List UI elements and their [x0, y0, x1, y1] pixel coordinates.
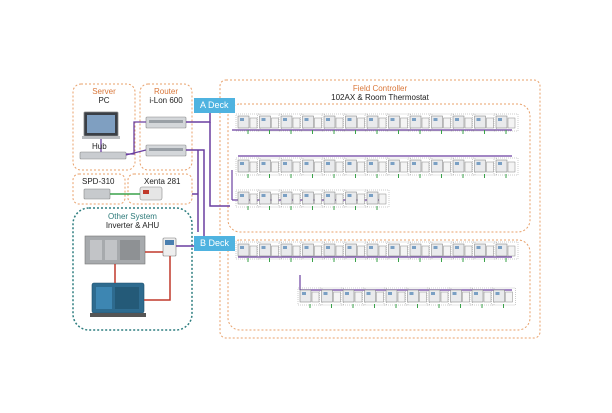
- other-system-subtitle: Inverter & AHU: [105, 221, 160, 230]
- controller-unit: [364, 241, 390, 262]
- controller-unit: [340, 287, 366, 308]
- controller-unit: [343, 189, 368, 210]
- controller-unit: [257, 157, 282, 178]
- controller-unit: [407, 241, 433, 262]
- router-title: Router: [153, 87, 178, 96]
- controller-unit: [278, 241, 304, 262]
- controller-unit: [321, 113, 347, 134]
- other-system-title: Other System: [108, 212, 157, 221]
- router-2-icon: [145, 144, 187, 157]
- controller-unit: [343, 241, 368, 262]
- controller-unit: [383, 287, 409, 308]
- spd-device-icon: [83, 188, 111, 200]
- controller-unit: [343, 157, 368, 178]
- controller-unit: [300, 157, 325, 178]
- controller-unit: [297, 287, 323, 308]
- controller-unit: [405, 287, 430, 308]
- hub-label: Hub: [92, 142, 107, 151]
- controller-unit: [235, 241, 261, 262]
- controller-unit: [493, 113, 519, 134]
- xenta-device-icon: [139, 186, 163, 201]
- controller-unit: [386, 157, 411, 178]
- controller-unit: [429, 113, 454, 134]
- spd-box: [72, 173, 126, 205]
- controller-unit: [364, 113, 390, 134]
- controller-unit: [278, 189, 304, 210]
- field-controller-title: Field Controller: [352, 84, 408, 93]
- controller-unit: [429, 241, 454, 262]
- controller-unit: [448, 287, 473, 308]
- controller-unit: [450, 157, 476, 178]
- server-title: Server: [92, 87, 116, 96]
- controller-unit: [472, 241, 497, 262]
- controller-unit: [407, 113, 433, 134]
- controller-unit: [386, 241, 411, 262]
- xenta-label: Xenta 281: [144, 177, 181, 186]
- controller-unit: [426, 287, 452, 308]
- field-controller-box: [219, 79, 541, 339]
- ahu-controller-icon: [162, 237, 177, 257]
- hub-icon: [79, 151, 127, 160]
- controller-unit: [450, 241, 476, 262]
- controller-unit: [235, 189, 261, 210]
- controller-unit: [235, 113, 261, 134]
- controller-unit: [278, 157, 304, 178]
- controller-unit: [491, 287, 516, 308]
- controller-unit: [321, 189, 347, 210]
- controller-unit: [386, 113, 411, 134]
- other-system-box: [72, 207, 193, 331]
- a-deck-box: [227, 103, 531, 233]
- controller-unit: [472, 113, 497, 134]
- controller-unit: [469, 287, 495, 308]
- xenta-box: [127, 173, 193, 205]
- pc-monitor-icon: [82, 111, 120, 139]
- server-box: [72, 83, 136, 171]
- controller-unit: [407, 157, 433, 178]
- router-box: [139, 83, 193, 171]
- controller-unit: [343, 113, 368, 134]
- controller-unit: [235, 157, 261, 178]
- b-deck-label: B Deck: [194, 236, 236, 251]
- controller-units: [235, 113, 519, 308]
- controller-unit: [362, 287, 387, 308]
- router-1-icon: [145, 116, 187, 129]
- controller-unit: [300, 189, 325, 210]
- router-device-label: i-Lon 600: [149, 96, 183, 105]
- b-deck-box: [227, 239, 531, 331]
- controller-unit: [472, 157, 497, 178]
- ahu-down-link: [144, 256, 171, 301]
- spd-label: SPD-310: [82, 177, 115, 186]
- server-device-label: PC: [98, 96, 110, 105]
- controller-unit: [321, 241, 347, 262]
- controller-unit: [300, 241, 325, 262]
- controller-unit: [257, 189, 282, 210]
- controller-unit: [493, 241, 519, 262]
- controller-unit: [364, 189, 390, 210]
- deck-bus-lines: [231, 129, 512, 291]
- field-controller-subtitle: 102AX & Room Thermostat: [331, 93, 429, 102]
- controller-unit: [429, 157, 454, 178]
- controller-unit: [364, 157, 390, 178]
- controller-unit: [300, 113, 325, 134]
- controller-unit: [450, 113, 476, 134]
- inverter-icon: [84, 235, 146, 265]
- controller-unit: [493, 157, 519, 178]
- controller-unit: [321, 157, 347, 178]
- controller-unit: [319, 287, 344, 308]
- generator-icon: [90, 282, 146, 317]
- a-deck-label: A Deck: [194, 98, 235, 113]
- controller-unit: [278, 113, 304, 134]
- controller-unit: [257, 113, 282, 134]
- controller-unit: [257, 241, 282, 262]
- hub-router1-link: [126, 121, 146, 155]
